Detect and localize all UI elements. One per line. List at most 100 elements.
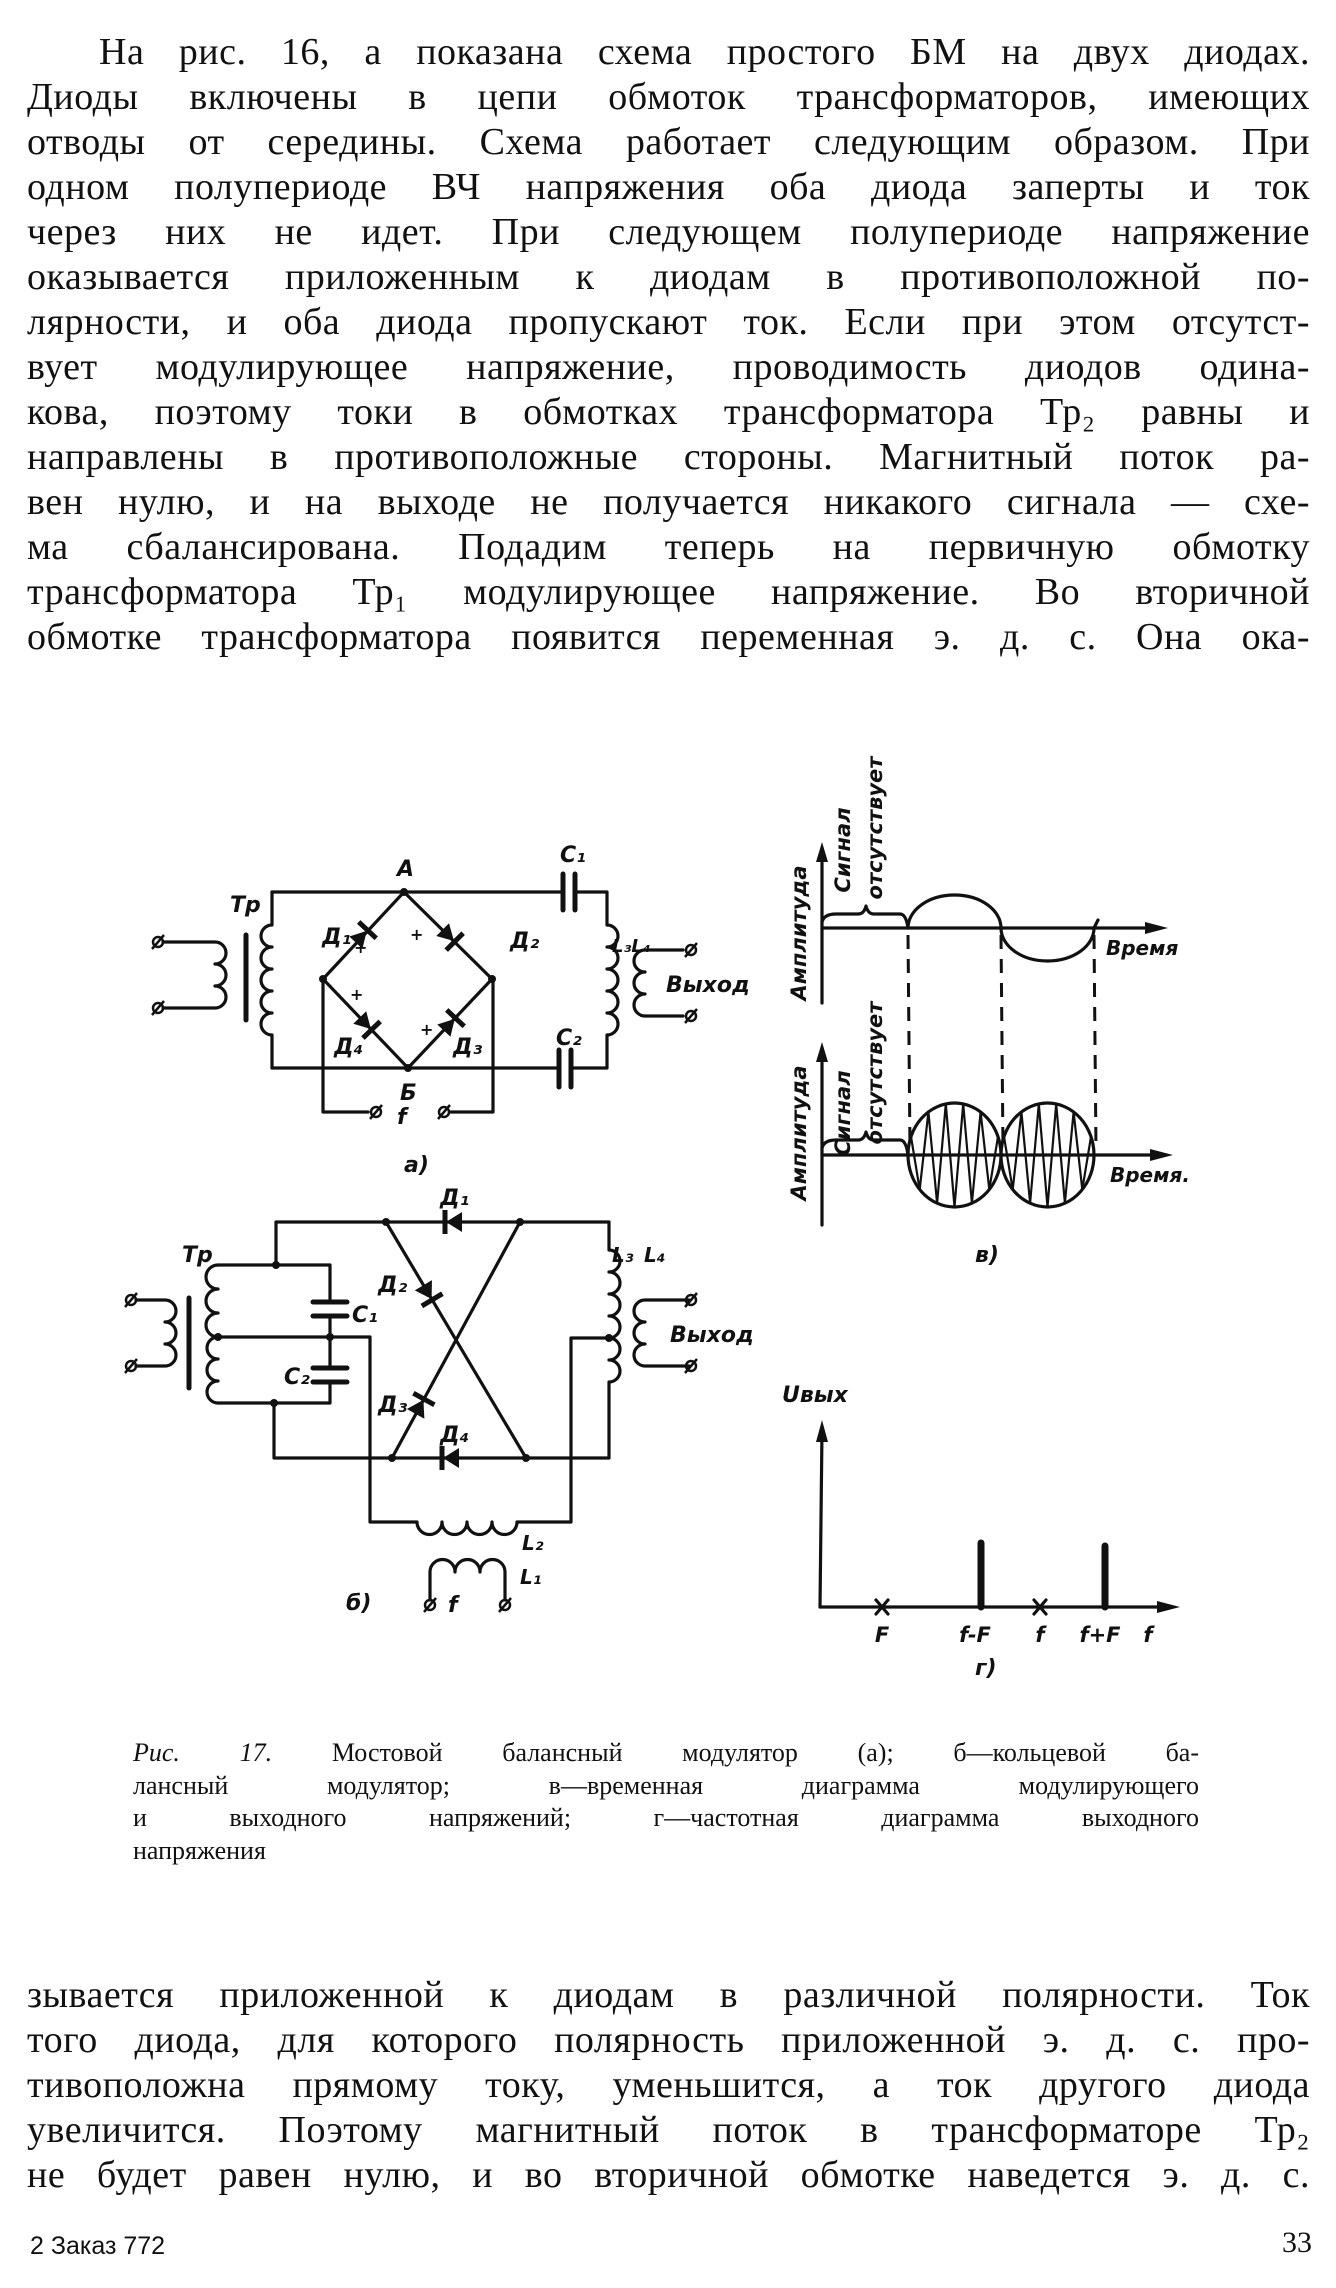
label-d3: Д₃ bbox=[452, 1035, 483, 1060]
suppressed-F-mark bbox=[874, 1598, 890, 1616]
figure-caption: Рис. 17. Мостовой балансный модулятор (а… bbox=[133, 1737, 1199, 1867]
terminal-icon bbox=[683, 941, 699, 959]
polarity-plus: + bbox=[420, 1020, 433, 1039]
label-node-a: А bbox=[395, 857, 414, 882]
text-line: кова, поэтому токи в обмотках трансформа… bbox=[27, 391, 1310, 433]
label-node-b: Б bbox=[400, 1081, 417, 1106]
terminal-icon bbox=[436, 1103, 452, 1121]
brace bbox=[820, 1130, 910, 1157]
page-number: 33 bbox=[1282, 2226, 1312, 2259]
label-l4: L₄ bbox=[644, 1243, 666, 1267]
label-d1: Д₁ bbox=[439, 1186, 469, 1211]
panel-label-g: г) bbox=[975, 1656, 997, 1681]
label-d1: Д₁ bbox=[321, 925, 351, 950]
panel-label-v: в) bbox=[975, 1243, 999, 1268]
label-tr: Тр bbox=[230, 893, 261, 918]
label-l2: L₂ bbox=[522, 1531, 544, 1555]
text-line: не будет равен нулю, и во вторичной обмо… bbox=[27, 2154, 1310, 2196]
node-a bbox=[400, 888, 408, 896]
secondary-coil bbox=[259, 890, 274, 1070]
label-f: f bbox=[448, 1593, 460, 1618]
text-line: зывается приложенной к диодам в различно… bbox=[27, 1974, 1310, 2016]
text-line: отводы от середины. Схема работает следу… bbox=[27, 121, 1310, 163]
x-axis-label: Время bbox=[1106, 936, 1178, 960]
label-d3: Д₃ bbox=[377, 1393, 408, 1418]
label-l3: L₃ bbox=[612, 1243, 634, 1267]
node bbox=[488, 975, 496, 983]
terminal-icon bbox=[683, 1291, 699, 1309]
node bbox=[214, 1333, 222, 1341]
caption-line: Рис. 17. Мостовой балансный модулятор (а… bbox=[133, 1737, 1199, 1770]
node bbox=[388, 1454, 396, 1462]
terminal-icon bbox=[150, 999, 166, 1017]
text-line: через них не идет. При следующем полупер… bbox=[27, 211, 1310, 253]
output-coil bbox=[632, 1298, 691, 1368]
arrow-icon bbox=[816, 842, 828, 862]
arrow-icon bbox=[1150, 1149, 1173, 1161]
diagram-b-ring-modulator: Тр C₁ C₂ Д₁ Д₂ Д₃ Д₄ L₃ L₄ Выход L₂ L₁ f… bbox=[123, 1186, 754, 1618]
node bbox=[382, 1218, 390, 1226]
node bbox=[605, 1334, 613, 1342]
text-line: обмотке трансформатора появится переменн… bbox=[27, 616, 1310, 658]
panel-label-a: а) bbox=[404, 1153, 429, 1178]
terminal-icon bbox=[368, 1103, 384, 1121]
carrier-oscillation bbox=[909, 1103, 1000, 1208]
body-text-bottom: зывается приложенной к диодам в различно… bbox=[27, 1973, 1310, 2198]
label-output: Выход bbox=[666, 973, 750, 998]
y-axis-label: Uвых bbox=[782, 1383, 849, 1408]
node bbox=[270, 1399, 278, 1407]
panel-label-b: б) bbox=[346, 1591, 371, 1616]
text-line: оказывается приложенным к диодам в проти… bbox=[27, 256, 1310, 298]
dashed-guide bbox=[1092, 934, 1098, 1151]
y-axis bbox=[818, 1428, 824, 1609]
diagram-g-spectrum: Uвых F f-F f f+F f г) bbox=[782, 1383, 1180, 1681]
arrow-icon bbox=[1145, 922, 1168, 934]
figure-number: Рис. 17. bbox=[133, 1738, 273, 1767]
diode-d3 bbox=[406, 1390, 436, 1419]
node bbox=[516, 1218, 524, 1226]
label-c2: C₂ bbox=[556, 1026, 582, 1051]
brace bbox=[820, 904, 910, 930]
label-d4: Д₄ bbox=[333, 1035, 363, 1060]
diagram-a-bridge-modulator: Тр А C₁ C₂ Д₁ Д₂ Д₄ Д₃ Б L₃L₄ Выход f + … bbox=[150, 843, 750, 1178]
text-line: одном полупериоде ВЧ напряжения оба диод… bbox=[27, 166, 1310, 208]
label-f: f bbox=[397, 1105, 409, 1130]
y-axis-label: Амплитуда bbox=[787, 1065, 811, 1202]
label-c2: C₂ bbox=[284, 1365, 310, 1390]
dashed-guide bbox=[999, 934, 1005, 1151]
text-line: направлены в противоположные стороны. Ма… bbox=[27, 436, 1310, 478]
text-line: Диоды включены в цепи обмоток трансформа… bbox=[27, 76, 1310, 118]
tick-label: f bbox=[1143, 1623, 1155, 1647]
terminal-icon bbox=[497, 1596, 513, 1614]
diode-d2 bbox=[414, 1280, 444, 1309]
label-d4: Д₄ bbox=[439, 1423, 469, 1448]
wire bbox=[216, 1263, 611, 1537]
arrow-icon bbox=[1157, 1601, 1180, 1613]
terminal-icon bbox=[422, 1596, 438, 1614]
text-line: увеличится. Поэтому магнитный поток в тр… bbox=[27, 2109, 1310, 2151]
arrow-icon bbox=[816, 1420, 828, 1442]
label-l1: L₁ bbox=[520, 1565, 542, 1589]
text-line: того диода, для которого полярность прил… bbox=[27, 2019, 1310, 2061]
carrier-oscillation bbox=[1002, 1103, 1093, 1208]
modulating-coil bbox=[428, 1557, 507, 1602]
wire bbox=[161, 940, 228, 1010]
terminal-icon bbox=[683, 1357, 699, 1375]
modulating-signal bbox=[906, 893, 1100, 963]
diode-d3 bbox=[437, 1008, 466, 1037]
terminal-icon bbox=[123, 1291, 139, 1309]
label-d2: Д₂ bbox=[509, 929, 540, 954]
diode-d1 bbox=[442, 1210, 462, 1234]
diode-d2 bbox=[436, 923, 465, 952]
caption-line: лансный модулятор; в—временная диаграмма… bbox=[133, 1770, 1199, 1800]
suppressed-carrier-mark bbox=[1032, 1598, 1048, 1616]
terminal-icon bbox=[683, 1007, 699, 1025]
dashed-guide bbox=[906, 934, 912, 1151]
printer-signature: 2 Заказ 772 bbox=[30, 2232, 166, 2260]
tick-label: f-F bbox=[959, 1623, 991, 1647]
caption-text: Мостовой балансный модулятор (а); б—коль… bbox=[331, 1738, 1200, 1767]
x-axis-label: Время. bbox=[1110, 1163, 1190, 1187]
polarity-plus: + bbox=[354, 938, 367, 957]
node bbox=[522, 1454, 530, 1462]
